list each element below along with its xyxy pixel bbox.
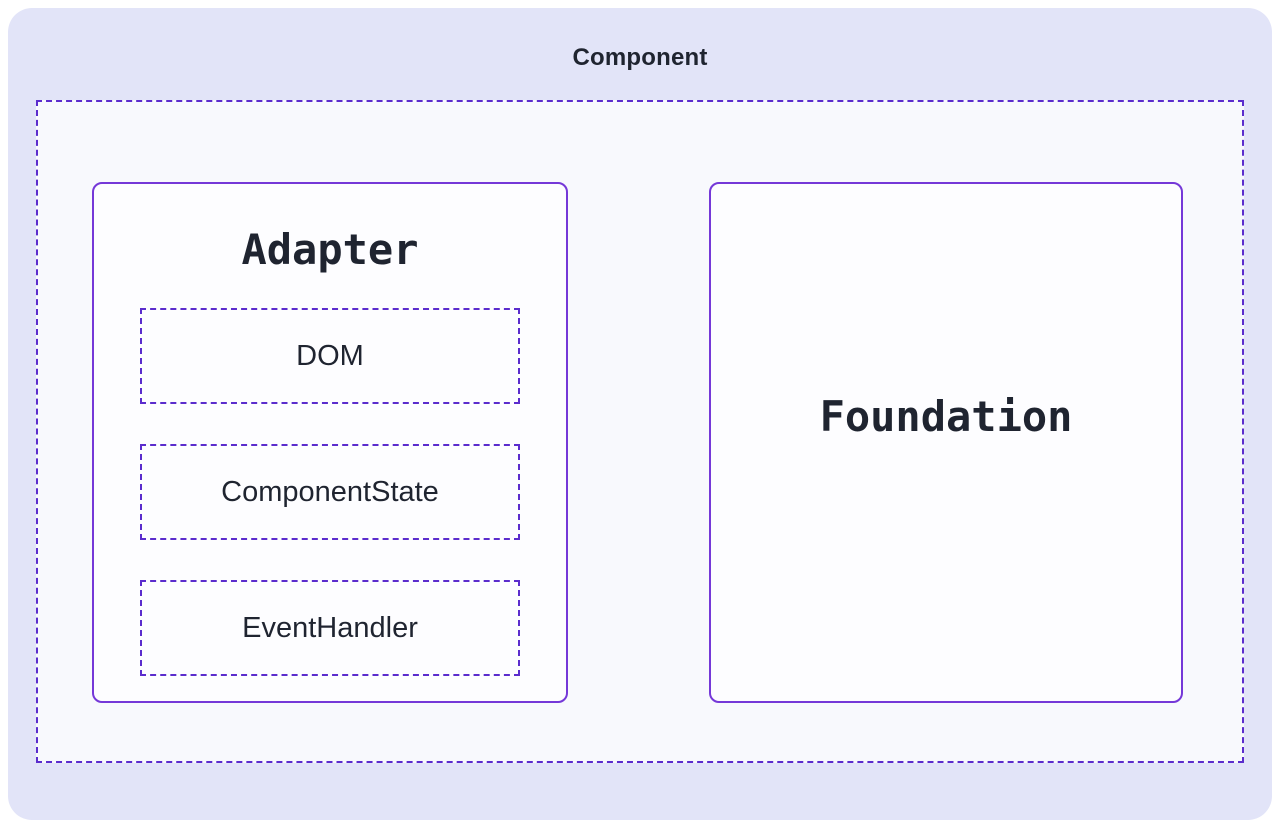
component-card: Component Adapter DOM ComponentState Eve… — [8, 8, 1272, 820]
component-title: Component — [572, 44, 708, 71]
foundation-box: Foundation — [709, 182, 1183, 703]
component-dashed-panel: Adapter DOM ComponentState EventHandler … — [36, 100, 1244, 763]
adapter-rows: DOM ComponentState EventHandler — [140, 308, 520, 676]
adapter-item-componentstate: ComponentState — [140, 444, 520, 540]
adapter-item-eventhandler: EventHandler — [140, 580, 520, 676]
adapter-title: Adapter — [241, 225, 419, 274]
foundation-title: Foundation — [819, 391, 1073, 441]
adapter-box: Adapter DOM ComponentState EventHandler — [92, 182, 568, 703]
adapter-item-dom: DOM — [140, 308, 520, 404]
